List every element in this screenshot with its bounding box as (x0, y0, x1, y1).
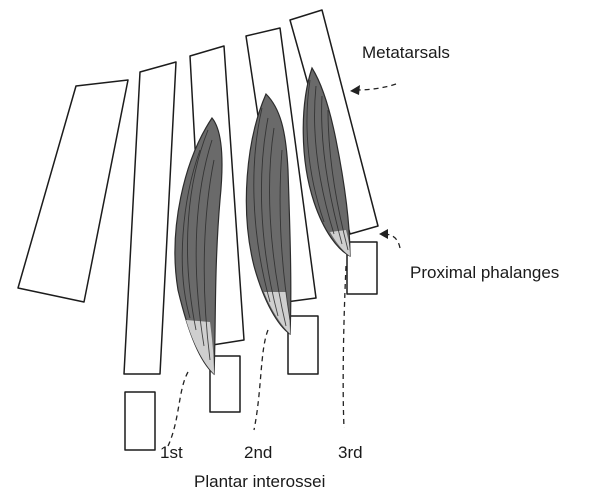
leader-3rd (343, 266, 346, 428)
label-3rd: 3rd (338, 443, 363, 462)
label-1st: 1st (160, 443, 183, 462)
arrow-proximal-phalanges-icon (379, 229, 388, 239)
leader-1st (168, 372, 188, 446)
metatarsal-1 (18, 80, 128, 302)
proximal-phalanx-2 (125, 392, 155, 450)
proximal-phalanx-4 (288, 316, 318, 374)
proximal-phalanx-5 (347, 242, 377, 294)
label-plantar-interossei: Plantar interossei (194, 472, 325, 491)
arrow-metatarsals-icon (350, 85, 360, 95)
label-2nd: 2nd (244, 443, 272, 462)
metatarsal-2 (124, 62, 176, 374)
leader-2nd (254, 330, 268, 430)
label-proximal-phalanges: Proximal phalanges (410, 263, 559, 282)
muscle-1st (175, 118, 222, 374)
leader-metatarsals (356, 84, 396, 90)
label-metatarsals: Metatarsals (362, 43, 450, 62)
